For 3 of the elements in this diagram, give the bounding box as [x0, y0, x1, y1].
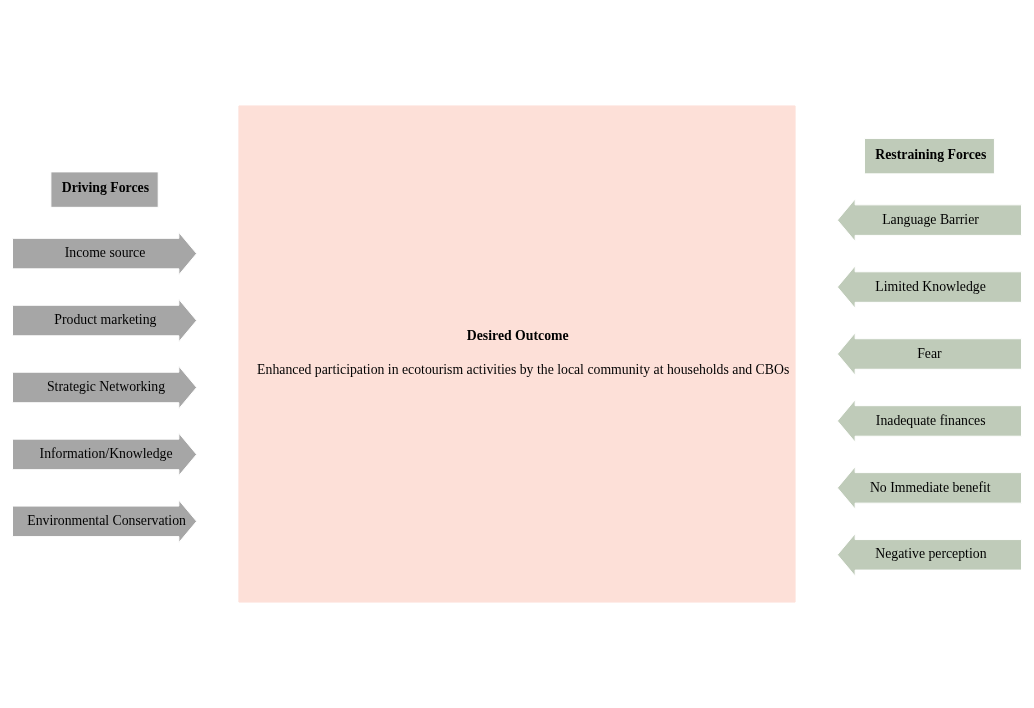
- node-box: Driving Forces: [50, 171, 159, 208]
- node-box: Restraining Forces: [864, 137, 995, 175]
- node-box: Desired Outcome Enhanced participation in ecotourism activities by the local community at households and CBOs: [238, 105, 796, 603]
